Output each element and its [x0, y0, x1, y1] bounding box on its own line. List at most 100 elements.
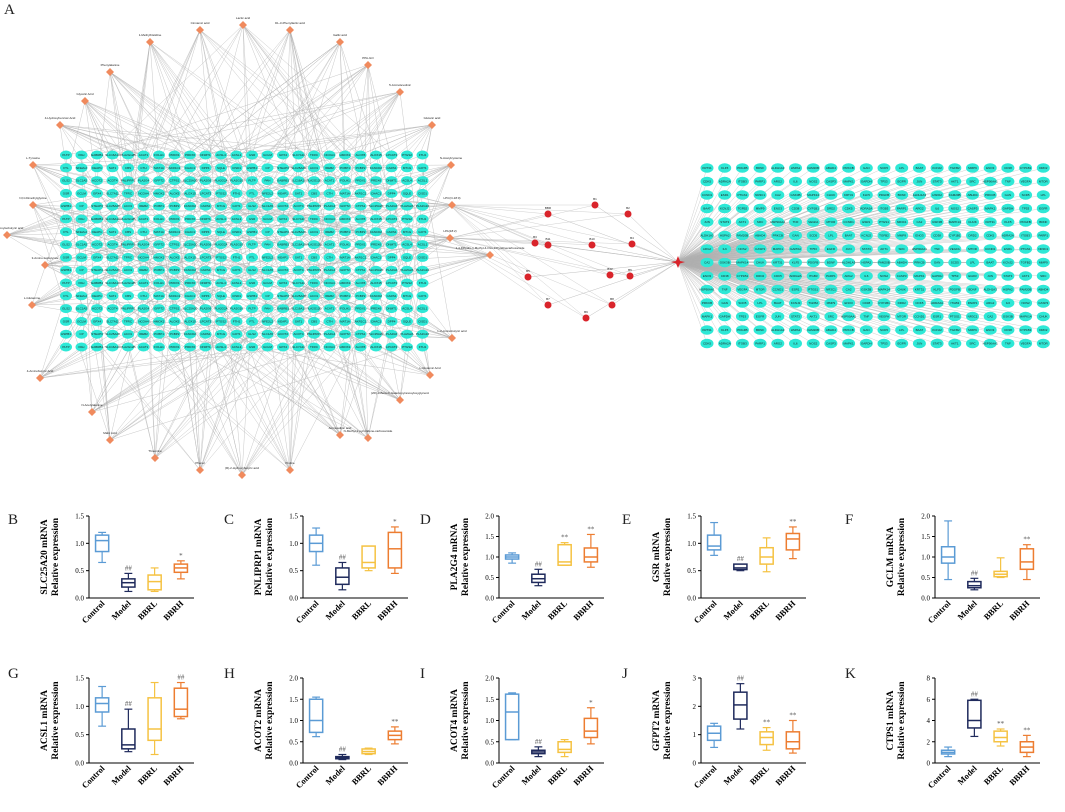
target-node-label: STAT3 — [720, 220, 729, 224]
box-body — [785, 731, 801, 750]
target-node-label: CTPS1 — [356, 332, 366, 336]
target-node: PRDX1 — [354, 304, 367, 314]
network-edge — [282, 204, 453, 322]
target-node: ARG2 — [700, 244, 714, 254]
target-node-label: CP — [79, 204, 83, 208]
target-node-label: FTH1 — [419, 345, 427, 349]
x-category-label: BBRH — [1007, 763, 1031, 787]
y-tick-label: 3 — [693, 675, 697, 683]
target-node-label: PLA2G10 — [416, 332, 429, 336]
target-node-label: CA2 — [846, 288, 852, 292]
target-node: PRDX6 — [370, 304, 382, 314]
target-node-label: MAPK1 — [702, 315, 713, 319]
target-node: PTGS2 — [401, 342, 413, 352]
y-axis-label-secondary: Relative expression — [461, 517, 471, 596]
target-node: PRDX1 — [354, 240, 367, 250]
target-node: MT1G — [401, 227, 413, 237]
target-node: BAAT — [842, 230, 856, 241]
target-node-label: VEGFA — [737, 288, 747, 292]
compound-node: 4-Aminobutyric Acid — [27, 369, 54, 382]
target-node: ALOX5 — [354, 342, 367, 352]
compound-node: L-2-Aminobutyric acid — [437, 329, 467, 342]
target-node: PARP1 — [895, 203, 909, 214]
network-edge — [547, 244, 679, 263]
network-edge — [112, 91, 401, 156]
target-node: ESR1 — [930, 311, 944, 322]
target-node: GPX4 — [91, 316, 103, 326]
network-edge — [32, 164, 284, 284]
target-node-label: PRDX6 — [185, 217, 195, 221]
target-node: GSR — [60, 316, 72, 326]
target-node-label: SLC25A20 — [369, 204, 384, 208]
herb-node-label: BBR — [545, 206, 552, 210]
target-node: CHUK — [1036, 311, 1050, 322]
significance-label: ** — [561, 534, 569, 542]
network-edge — [32, 164, 377, 284]
target-node-label: TGFB2 — [879, 234, 889, 238]
target-node-label: DRD2 — [1039, 328, 1047, 332]
target-node: PAH — [75, 278, 88, 288]
target-node: FTH1 — [416, 278, 429, 288]
compound-node: (2R)-3-Beta-D-Galactopyranosyloxyglycero… — [371, 391, 429, 404]
target-node: PRKCB — [700, 298, 714, 308]
network-edge — [677, 221, 920, 263]
target-node: HMOX1 — [153, 188, 165, 198]
target-node-label: ALDH1A3 — [771, 328, 785, 332]
target-node: ABHD4 — [1036, 284, 1050, 295]
target-node: GAN — [789, 230, 802, 241]
target-node-label: HMOX1 — [340, 153, 351, 157]
box-body — [583, 717, 599, 739]
target-node: CASP3 — [753, 244, 767, 254]
network-edge — [375, 204, 453, 245]
y-axis-label: ACOT4 mRNA — [450, 689, 460, 752]
x-category-label: BBRH — [375, 763, 399, 787]
target-node-label: CP — [79, 332, 83, 336]
y-tick-label: 2.0 — [485, 513, 494, 521]
target-node: STAT3 — [930, 176, 944, 187]
y-axis-label: CTPS1 mRNA — [886, 690, 896, 750]
target-node: ALDH1A3 — [771, 325, 785, 335]
target-node: PRDX6 — [184, 214, 196, 224]
compound-node-label: Aminoadipic acid — [329, 426, 352, 430]
target-node: CHUK — [753, 257, 767, 268]
herb-node-label: B12 — [607, 267, 613, 271]
target-node: CDK5 — [842, 203, 856, 214]
network-edge — [677, 221, 902, 263]
target-node: ENO3 — [983, 163, 997, 173]
network-edge — [298, 218, 491, 256]
target-node-label: PLA2G6 — [386, 204, 398, 208]
target-node: GAN — [718, 298, 732, 308]
target-node: CTPS1 — [354, 265, 367, 275]
target-node: PDGFB — [877, 190, 891, 200]
target-node-label: PLTP — [248, 243, 255, 247]
target-node: ACOT4 — [292, 329, 305, 339]
target-node: GCLM — [75, 252, 88, 262]
target-node: PTGS1 — [806, 284, 820, 295]
box-model: ## — [967, 569, 982, 591]
target-node-label: ACOT2 — [92, 243, 102, 247]
target-node: FANCD2 — [184, 265, 196, 275]
target-node: SQLE — [401, 252, 413, 262]
target-node-label: VEGFA — [1021, 342, 1031, 346]
target-node: CP — [75, 329, 88, 339]
target-node: PLA2G12B — [306, 304, 322, 314]
network-edge — [109, 71, 206, 156]
target-node: MAPK1 — [842, 338, 856, 349]
target-node: TGFB2 — [735, 203, 749, 214]
target-node-label: TP53 — [810, 247, 818, 251]
box-bbrh: ** — [387, 718, 403, 745]
target-node: KRT31 — [983, 217, 997, 227]
target-node: CTPS1 — [168, 304, 181, 314]
y-axis-label-secondary: Relative expression — [51, 681, 61, 760]
target-node: SLC7A11 — [292, 342, 305, 352]
target-node-label: MMP9 — [968, 166, 977, 170]
target-node-label: ACOT2 — [92, 307, 102, 311]
target-node-label: CARS1 — [200, 268, 210, 272]
target-node: PLA2G12B — [306, 240, 322, 250]
target-node-label: DNMT1 — [200, 281, 211, 285]
target-node: GAPDH — [859, 176, 873, 187]
target-node-label: FOLH1 — [154, 345, 164, 349]
target-node-label: ITGB3 — [1021, 234, 1030, 238]
herb-node-label: B1 — [593, 197, 597, 201]
